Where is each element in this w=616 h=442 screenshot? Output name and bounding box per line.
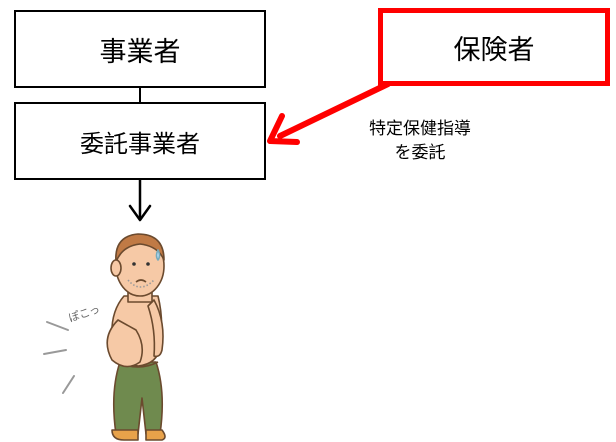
operator-box: 事業者 — [14, 10, 266, 88]
contractor-box: 委託事業者 — [14, 102, 266, 180]
contractor-label: 委託事業者 — [80, 129, 200, 158]
annotation-line-1: 特定保健指導 — [369, 119, 471, 139]
sound-effect-text: ぽこっ — [67, 303, 102, 325]
man-figure — [106, 233, 166, 441]
motion-lines-icon — [43, 321, 75, 394]
annotation-line-2: を委託 — [394, 143, 446, 163]
arrow-down-icon — [128, 180, 152, 222]
insurer-box: 保険者 — [378, 8, 610, 86]
operator-label: 事業者 — [99, 36, 181, 68]
delegation-annotation: 特定保健指導 を委託 — [330, 117, 510, 165]
insurer-label: 保険者 — [453, 34, 535, 66]
delegation-arrow — [267, 81, 391, 145]
